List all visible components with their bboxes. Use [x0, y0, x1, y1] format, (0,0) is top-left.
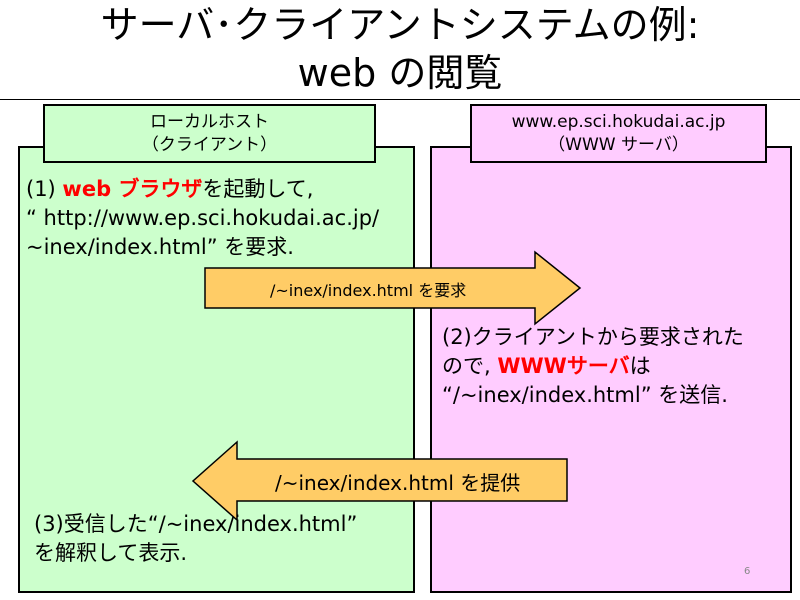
step-1-line-3: ~inex/index.html” を要求.: [26, 235, 294, 259]
step-3-line-1: (3)受信した“/~inex/index.html”: [34, 512, 358, 536]
client-step-1-text: (1) web ブラウザを起動して, “ http://www.ep.sci.h…: [26, 175, 379, 262]
server-label-line-1: www.ep.sci.hokudai.ac.jp: [511, 112, 726, 132]
client-label-line-1: ローカルホスト: [150, 112, 269, 132]
step-2-line-1: (2)クライアントから要求された: [442, 325, 744, 349]
server-step-2-text: (2)クライアントから要求された ので, WWWサーバは “/~inex/ind…: [442, 323, 744, 410]
title-divider: [0, 99, 800, 100]
client-label-box: ローカルホスト （クライアント）: [43, 104, 376, 163]
step-2-line-2: ので, WWWサーバは: [442, 352, 744, 381]
client-panel: [18, 146, 415, 593]
step-1-browser-highlight: web ブラウザ: [62, 177, 203, 201]
request-arrow-right: [204, 250, 582, 326]
step-1-line-2: “ http://www.ep.sci.hokudai.ac.jp/: [26, 206, 380, 230]
step-1-prefix: (1): [26, 177, 63, 201]
slide-title-line-1: サーバ･クライアントシステムの例:: [100, 3, 700, 47]
step-3-line-2: を解釈して表示.: [34, 541, 188, 565]
slide-title-line-2: web の閲覧: [297, 51, 503, 95]
server-label-box: www.ep.sci.hokudai.ac.jp （WWW サーバ）: [470, 104, 767, 163]
step-2-line-2-prefix: ので,: [442, 354, 498, 378]
client-step-3-text: (3)受信した“/~inex/index.html” を解釈して表示.: [34, 510, 357, 568]
step-2-line-3: “/~inex/index.html” を送信.: [442, 383, 728, 407]
step-1-line-1-suffix: を起動して,: [202, 177, 314, 201]
provide-arrow-left: [191, 440, 568, 522]
page-number: 6: [744, 566, 751, 577]
step-2-server-highlight: WWWサーバ: [497, 354, 630, 378]
client-label-line-2: （クライアント）: [141, 135, 278, 155]
step-1-line-1: (1) web ブラウザを起動して,: [26, 175, 379, 204]
provide-arrow-label: /~inex/index.html を提供: [275, 471, 521, 495]
server-label-line-2: （WWW サーバ）: [548, 135, 689, 155]
request-arrow-label: /~inex/index.html を要求: [270, 281, 467, 300]
step-2-line-2-suffix: は: [629, 354, 651, 378]
